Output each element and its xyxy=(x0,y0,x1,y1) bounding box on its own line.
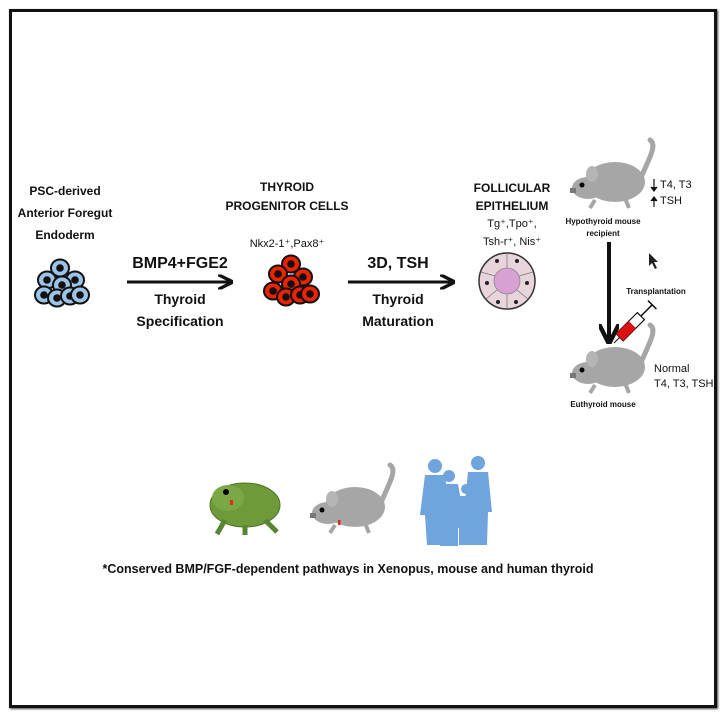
step-label-line: Specification xyxy=(136,313,224,329)
transplantation-label: Transplantation xyxy=(626,287,686,296)
normal-hormones-line: T4, T3, TSH xyxy=(654,378,714,390)
endoderm-title: PSC-derived Anterior Foregut Endoderm xyxy=(18,180,113,246)
endoderm-title-line: Endoderm xyxy=(35,228,95,242)
step-maturation-factors: 3D, TSH xyxy=(367,255,429,272)
hormones-down: T4, T3 xyxy=(660,179,692,191)
step-label-line: Thyroid xyxy=(154,291,206,307)
follicular-title-line: FOLLICULAR xyxy=(473,181,551,195)
hormone-arrows-icon xyxy=(650,179,658,207)
step-label-line: Maturation xyxy=(362,313,434,329)
step-specification-factors: BMP4+FGE2 xyxy=(132,255,228,272)
progenitor-title: THYROID PROGENITOR CELLS xyxy=(225,178,348,216)
cursor-icon[interactable] xyxy=(649,253,658,269)
normal-hormones-line: Normal xyxy=(654,363,690,375)
follicular-title: FOLLICULAR EPITHELIUM xyxy=(474,179,551,215)
progenitor-title-line: THYROID xyxy=(260,180,314,194)
follicular-marker-line: Tg⁺,Tpo⁺, xyxy=(487,218,537,230)
step-maturation-label: Thyroid Maturation xyxy=(362,288,434,332)
syringe-icon xyxy=(613,300,657,344)
hormones-up: TSH xyxy=(660,195,682,207)
progenitor-title-line: PROGENITOR CELLS xyxy=(225,199,349,213)
euthyroid-label: Euthyroid mouse xyxy=(570,400,636,409)
recipient-label-line: recipient xyxy=(586,229,620,238)
endoderm-cells xyxy=(34,258,90,308)
figure-frame xyxy=(9,9,717,708)
recipient-label: Hypothyroid mouse recipient xyxy=(565,216,640,240)
normal-hormones: Normal T4, T3, TSH xyxy=(654,362,714,392)
frog-icon xyxy=(209,482,281,536)
progenitor-markers: Nkx2-1⁺,Pax8⁺ xyxy=(249,238,325,250)
caption: *Conserved BMP/FGF-dependent pathways in… xyxy=(102,562,594,576)
step-specification-label: Thyroid Specification xyxy=(136,288,223,332)
follicular-marker-line: Tsh-r⁺, Nis⁺ xyxy=(482,236,542,248)
endoderm-title-line: PSC-derived xyxy=(29,184,101,198)
follicular-markers: Tg⁺,Tpo⁺, Tsh-r⁺, Nis⁺ xyxy=(483,215,541,251)
euthyroid-mouse-icon xyxy=(570,325,653,393)
human-family-icon xyxy=(420,456,492,546)
follicular-title-line: EPITHELIUM xyxy=(475,199,549,213)
endoderm-title-line: Anterior Foregut xyxy=(17,206,113,220)
hypothyroid-mouse-icon xyxy=(570,140,653,208)
mouse-icon xyxy=(310,465,393,533)
recipient-label-line: Hypothyroid mouse xyxy=(565,217,641,226)
follicle-icon xyxy=(478,252,536,310)
progenitor-cells xyxy=(263,254,320,307)
step-label-line: Thyroid xyxy=(372,291,424,307)
